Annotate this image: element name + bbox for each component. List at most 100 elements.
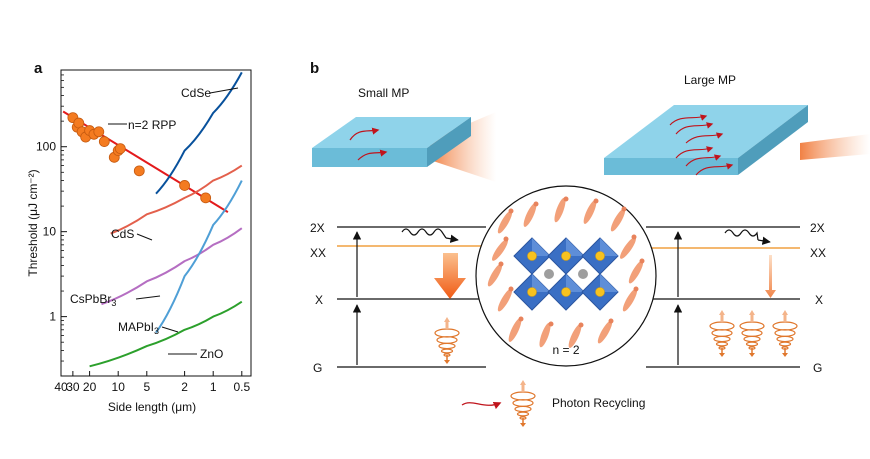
legend-arrow-icon [461,401,502,410]
x-tick-label-4: 5 [143,380,150,394]
organic-chain [554,197,566,223]
organic-chain [620,237,636,259]
energy-diagram-large [646,226,800,368]
organic-chain [597,320,613,344]
label-cdse: CdSe [181,86,211,100]
level-x-label-left: X [315,293,323,307]
large-mp-label: Large MP [684,73,736,87]
large-emission-beam [800,134,870,160]
octahedron-face [532,238,550,256]
x-tick-label-1: 30 [66,380,80,394]
small-microplate [312,112,496,182]
x-tick-label-3: 10 [112,380,126,394]
chain-head [533,201,539,207]
data-point-14 [200,192,212,204]
level-xx-label-right: XX [810,246,826,260]
chain-head [503,236,509,242]
x-tick-label-2: 20 [83,380,97,394]
level-x-label-right: X [815,293,823,307]
a-site-cation [544,269,554,279]
octahedron-face [566,238,584,256]
metal-atom [527,287,537,297]
metal-atom [561,251,571,261]
chain-head [639,258,645,264]
octahedron-face [532,274,550,292]
organic-chain [583,200,597,224]
octahedron-face [566,274,584,292]
data-point-11 [114,143,126,155]
label-cds: CdS [111,227,134,241]
series-line-cspbbr- [101,227,243,306]
photon-recycling-legend [461,378,537,429]
label-zno: ZnO [200,347,223,361]
small-emission-arrow [765,255,776,298]
data-point-12 [133,165,145,177]
organic-chain [539,322,551,348]
plot-frame [60,69,252,377]
level-g-label-left: G [313,361,322,375]
leader-cdse [209,87,239,94]
label-cspbbr3: CsPbBr3 [70,292,116,308]
chain-head [593,198,599,204]
legend-spiral-icon [509,378,537,429]
metal-atom [561,287,571,297]
leader-cds [136,233,153,241]
chain-head [563,196,569,202]
metal-atom [595,287,605,297]
series-line-mapbi- [155,180,243,334]
organic-chain [628,260,644,284]
organic-chain [523,203,537,227]
chain-head [578,322,584,328]
organic-chain [622,288,638,312]
level-2x-label-left: 2X [310,221,325,235]
organic-chain [610,208,626,232]
data-point-7 [93,126,105,138]
organic-chain [487,263,503,287]
large-microplate [604,105,870,176]
chain-head [548,321,554,327]
chain-head [633,286,639,292]
label-mapbi3: MAPbI3 [118,320,159,336]
leader-mapbi3 [161,326,179,333]
legend-photon-recycling: Photon Recycling [552,396,645,410]
octahedron-face [600,238,618,256]
organic-chain [568,324,582,348]
data-point-8 [98,136,110,147]
organic-chain [508,318,522,342]
chain-head [508,208,514,214]
data-point-13 [179,180,190,191]
x-axis-label: Side length (μm) [108,400,196,414]
series-line-zno [89,300,243,368]
series-line-cdse [155,71,243,195]
x-tick-label-6: 1 [210,380,217,394]
organic-chain [497,210,513,234]
chain-head [608,318,614,324]
chain-head [631,234,637,240]
x-tick-label-7: 0.5 [233,380,250,394]
metal-atom [527,251,537,261]
series-line-cds [110,164,243,235]
chain-head [508,286,514,292]
organic-chain [497,288,513,312]
organic-chain [492,239,508,261]
y-axis-label: Threshold (μJ cm⁻²) [26,169,40,276]
panel-b-letter: b [310,60,319,77]
metal-atom [595,251,605,261]
x-tick-label-5: 2 [181,380,188,394]
photon-recycling-spiral [433,315,461,366]
label-n2-rpp: n=2 RPP [128,118,176,132]
octahedron-face [600,274,618,292]
x-tick-label-0: 40 [54,380,68,394]
energy-diagram-small [337,226,486,368]
y-tick-label-1: 10 [43,225,57,239]
chain-head [518,316,524,322]
panel-a-letter: a [34,60,43,77]
y-tick-label-0: 1 [49,310,56,324]
chain-head [621,206,627,212]
big-emission-arrow [434,253,466,299]
level-g-label-right: G [813,361,822,375]
level-xx-label-left: XX [310,246,326,260]
level-2x-label-right: 2X [810,221,825,235]
